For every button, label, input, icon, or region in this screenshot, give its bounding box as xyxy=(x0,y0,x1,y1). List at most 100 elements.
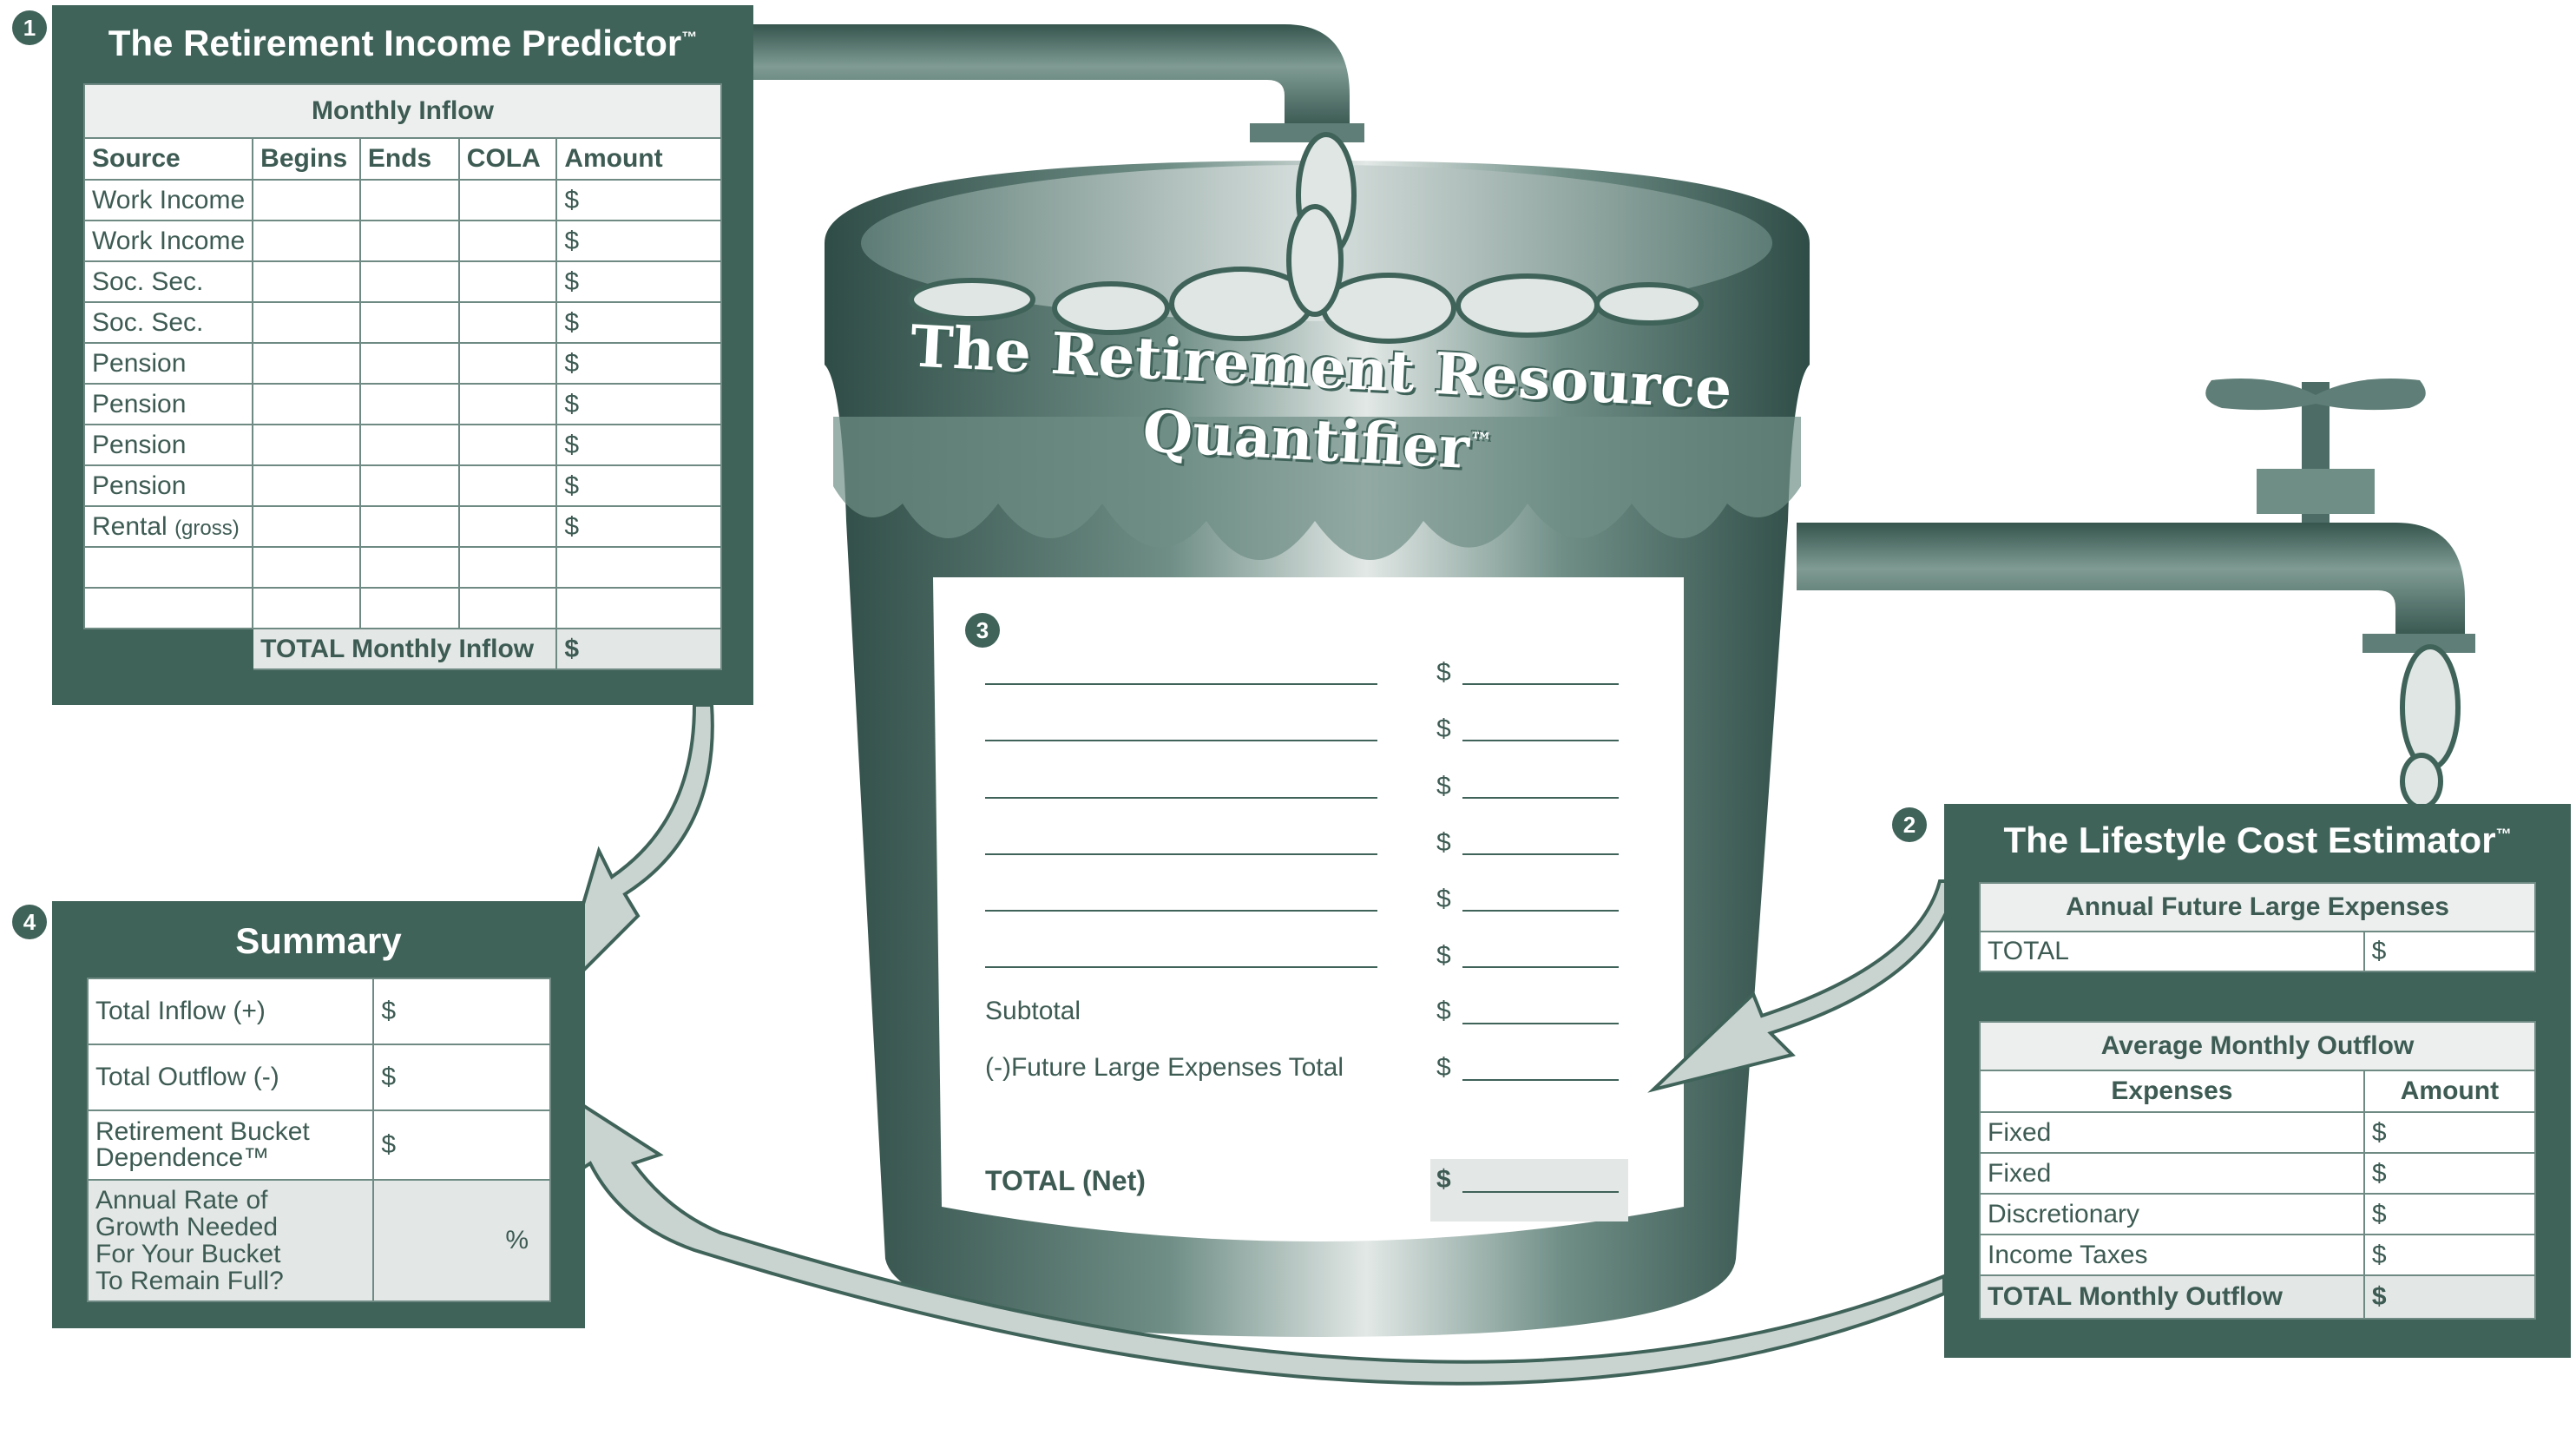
begins-cell[interactable] xyxy=(252,220,361,262)
amount-line-3[interactable] xyxy=(1462,797,1619,799)
ends-cell[interactable] xyxy=(358,424,460,466)
entry-line-1[interactable] xyxy=(985,683,1377,685)
total-outflow-row: TOTAL Monthly Outflow$ xyxy=(1979,1274,2537,1320)
amount-line-6[interactable] xyxy=(1462,966,1619,968)
table-row: Income Taxes$ xyxy=(1979,1234,2537,1276)
entry-line-4[interactable] xyxy=(985,853,1377,855)
begins-cell[interactable] xyxy=(252,301,361,344)
source-cell[interactable] xyxy=(82,546,254,589)
expense-amount[interactable]: $ xyxy=(2362,1111,2537,1154)
amount-cell[interactable]: $ xyxy=(555,464,722,507)
amount-cell[interactable] xyxy=(555,587,722,629)
amount-cell[interactable]: $ xyxy=(555,301,722,344)
total-net-line[interactable] xyxy=(1462,1191,1619,1193)
amount-cell[interactable]: $ xyxy=(555,342,722,385)
ends-cell[interactable] xyxy=(358,220,460,262)
monthly-inflow-table: Monthly Inflow Source Begins Ends COLA A… xyxy=(82,83,722,670)
total-inflow-amount[interactable]: $ xyxy=(555,628,722,670)
dollar-sign: $ xyxy=(1436,997,1451,1025)
cola-cell[interactable] xyxy=(457,342,558,385)
col-cola: COLA xyxy=(457,137,558,181)
total-inflow-value[interactable]: $ xyxy=(372,978,551,1045)
table-row: Fixed$ xyxy=(1979,1152,2537,1195)
step-4-badge: 4 xyxy=(12,905,47,939)
tm-mark: ™ xyxy=(681,29,698,46)
entry-line-2[interactable] xyxy=(985,740,1377,741)
col-expenses: Expenses xyxy=(1979,1070,2365,1113)
amount-line-5[interactable] xyxy=(1462,910,1619,912)
cola-cell[interactable] xyxy=(457,546,558,589)
lifestyle-title: The Lifestyle Cost Estimator™ xyxy=(1944,820,2571,861)
ends-cell[interactable] xyxy=(358,505,460,548)
amount-cell[interactable]: $ xyxy=(555,179,722,221)
amount-cell[interactable] xyxy=(555,546,722,589)
table-row: Work Income$ xyxy=(82,220,722,262)
cola-cell[interactable] xyxy=(457,220,558,262)
dependence-line2: Dependence™ xyxy=(95,1143,270,1172)
subtotal-label: Subtotal xyxy=(985,997,1081,1025)
entry-line-6[interactable] xyxy=(985,966,1377,968)
total-outflow-value[interactable]: $ xyxy=(372,1044,551,1111)
cola-cell[interactable] xyxy=(457,587,558,629)
annual-total-amount[interactable]: $ xyxy=(2362,931,2537,972)
expense-amount[interactable]: $ xyxy=(2362,1234,2537,1276)
amount-cell[interactable]: $ xyxy=(555,383,722,425)
rental-note: (gross) xyxy=(174,516,240,540)
table-row: Fixed$ xyxy=(1979,1111,2537,1154)
expense-amount[interactable]: $ xyxy=(2362,1193,2537,1235)
total-outflow-amount[interactable]: $ xyxy=(2362,1274,2537,1320)
ends-cell[interactable] xyxy=(358,383,460,425)
ends-cell[interactable] xyxy=(358,546,460,589)
begins-cell[interactable] xyxy=(252,342,361,385)
begins-cell[interactable] xyxy=(252,424,361,466)
annual-total-label: TOTAL xyxy=(1979,931,2365,972)
amount-line-2[interactable] xyxy=(1462,740,1619,741)
ends-cell[interactable] xyxy=(358,464,460,507)
expense-label: Fixed xyxy=(1979,1111,2365,1154)
entry-line-3[interactable] xyxy=(985,797,1377,799)
entry-line-5[interactable] xyxy=(985,910,1377,912)
amount-line-4[interactable] xyxy=(1462,853,1619,855)
begins-cell[interactable] xyxy=(252,505,361,548)
begins-cell[interactable] xyxy=(252,260,361,303)
cola-cell[interactable] xyxy=(457,260,558,303)
ends-cell[interactable] xyxy=(358,179,460,221)
amount-line-1[interactable] xyxy=(1462,683,1619,685)
amount-cell[interactable]: $ xyxy=(555,505,722,548)
begins-cell[interactable] xyxy=(252,383,361,425)
begins-cell[interactable] xyxy=(252,179,361,221)
begins-cell[interactable] xyxy=(252,546,361,589)
ends-cell[interactable] xyxy=(358,301,460,344)
tm-mark: ™ xyxy=(1469,428,1493,456)
income-title-text: The Retirement Income Predictor xyxy=(108,23,682,63)
total-outflow-label: TOTAL Monthly Outflow xyxy=(1979,1274,2365,1320)
total-net-label: TOTAL (Net) xyxy=(985,1165,1146,1196)
ends-cell[interactable] xyxy=(358,342,460,385)
amount-cell[interactable]: $ xyxy=(555,260,722,303)
ends-cell[interactable] xyxy=(358,260,460,303)
future-expenses-label: (-)Future Large Expenses Total xyxy=(985,1053,1344,1082)
amount-cell[interactable]: $ xyxy=(555,220,722,262)
expense-amount[interactable]: $ xyxy=(2362,1152,2537,1195)
dollar-sign: $ xyxy=(1436,828,1451,857)
cola-cell[interactable] xyxy=(457,301,558,344)
begins-cell[interactable] xyxy=(252,587,361,629)
cola-cell[interactable] xyxy=(457,383,558,425)
dollar-sign: $ xyxy=(1436,1165,1451,1194)
growth-rate-value[interactable]: % xyxy=(372,1179,551,1302)
amount-cell[interactable]: $ xyxy=(555,424,722,466)
cola-cell[interactable] xyxy=(457,464,558,507)
cola-cell[interactable] xyxy=(457,505,558,548)
dollar-sign: $ xyxy=(1436,658,1451,687)
table-row: Pension$ xyxy=(82,342,722,385)
table-row: Pension$ xyxy=(82,383,722,425)
bucket-dependence-value[interactable]: $ xyxy=(372,1109,551,1181)
cola-cell[interactable] xyxy=(457,179,558,221)
cola-cell[interactable] xyxy=(457,424,558,466)
ends-cell[interactable] xyxy=(358,587,460,629)
subtotal-line[interactable] xyxy=(1462,1023,1619,1024)
begins-cell[interactable] xyxy=(252,464,361,507)
source-cell[interactable] xyxy=(82,587,254,629)
future-expenses-line[interactable] xyxy=(1462,1079,1619,1081)
